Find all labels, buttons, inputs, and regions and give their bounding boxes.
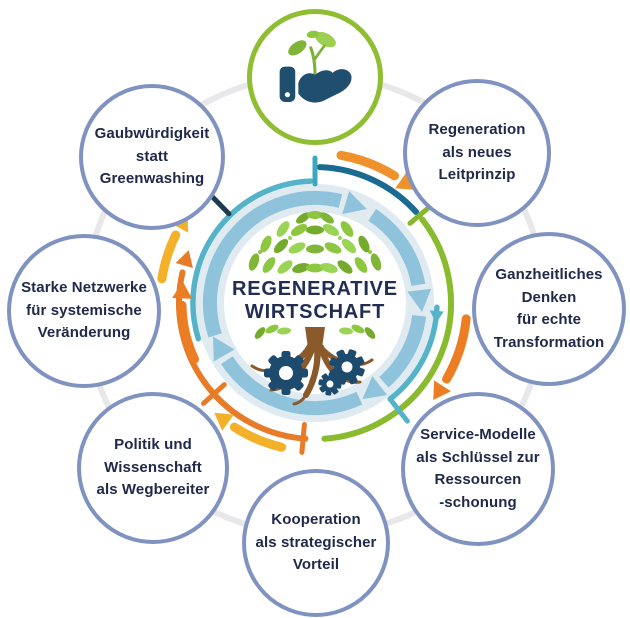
arrow-right-orange (442, 314, 471, 384)
node-top-left: Gaubwürdigkeit statt Greenwashing (79, 84, 225, 230)
node-bottom-left-label: Politik und Wissenschaft als Wegbereiter (96, 436, 210, 499)
node-left: Starke Netzwerke für systemische Verände… (7, 234, 161, 388)
tick-bottom-orange (299, 422, 307, 455)
node-bottom-label: Kooperation als strategischer Vorteil (255, 511, 377, 574)
node-bottom-left: Politik und Wissenschaft als Wegbereiter (77, 392, 229, 544)
node-right: Ganzheitliches Denken für echte Transfor… (472, 232, 626, 386)
arrow-top-right-orange (336, 150, 399, 181)
node-hand-sprout (247, 9, 383, 145)
hand-holding-sprout-icon (279, 30, 352, 103)
tick-right-teal (388, 398, 410, 424)
tick-green (407, 204, 433, 226)
ring-tick-marks (201, 155, 433, 455)
pale-blue-arrow-ring (202, 190, 432, 415)
tick-left-orange (201, 382, 227, 406)
segment-green (321, 216, 454, 442)
teal-ring-arrowhead (429, 310, 444, 323)
arrow-bottom-yellow (229, 422, 287, 452)
node-left-label: Starke Netzwerke für systemische Verände… (21, 279, 147, 342)
orange-segment-arrowhead (175, 250, 193, 268)
arrow-left-yellow (157, 230, 181, 284)
node-right-label: Ganzheitliches Denken für echte Transfor… (493, 266, 605, 351)
node-top-right-label: Regeneration als neues Leitprinzip (428, 121, 526, 184)
tree-canopy-icon (248, 211, 382, 274)
arrow-left-orange (177, 300, 199, 364)
outer-motion-arrows (157, 150, 471, 452)
center-title: REGENERATIVE WIRTSCHAFT (232, 278, 398, 324)
side-leaves-icon (254, 324, 376, 339)
gears-icon (264, 349, 365, 396)
node-bottom-right-label: Service-Modelle als Schlüssel zur Ressou… (416, 426, 540, 511)
node-bottom: Kooperation als strategischer Vorteil (242, 469, 390, 617)
segment-dark-blue (316, 164, 420, 215)
node-bottom-right: Service-Modelle als Schlüssel zur Ressou… (401, 392, 555, 546)
node-top-left-label: Gaubwürdigkeit statt Greenwashing (94, 125, 210, 188)
node-top-right: Regeneration als neues Leitprinzip (403, 79, 551, 227)
